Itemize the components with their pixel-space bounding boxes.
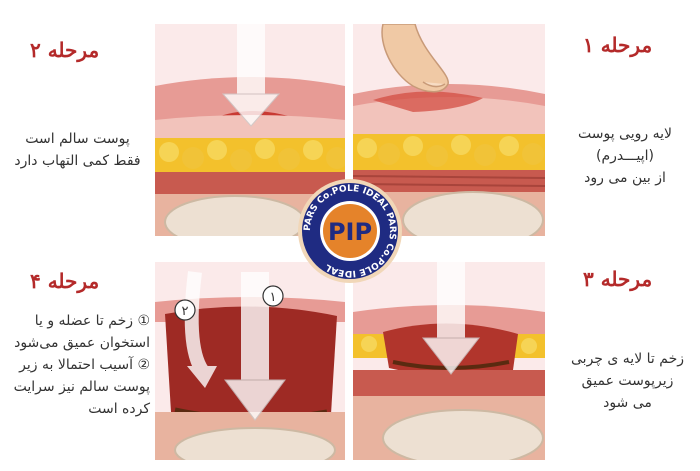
stage-2-muscle	[155, 172, 345, 194]
stage-3-muscle	[353, 370, 545, 396]
stage-2-description: پوست سالم است فقط کمی التهاب دارد	[5, 128, 150, 172]
stage-4-line-4: پوست سالم نیز سرایت	[13, 379, 150, 395]
stage-1-line-1: لایه رویی پوست	[578, 126, 672, 142]
stage-1-fingernail	[422, 81, 446, 88]
logo-inner	[323, 204, 377, 258]
stage-3-bone	[382, 409, 544, 460]
stage-4-description: ① زخم تا عضله و یا استخوان عمیق می‌شود ②…	[5, 310, 150, 420]
stage-4-marker-1-label: ۱	[270, 290, 277, 305]
stage-2-dermis	[155, 115, 345, 140]
stage-1-description: لایه رویی پوست (اپیـــدرم) از بین می رود	[560, 123, 690, 189]
stage-3-line-3: می شود	[603, 395, 652, 411]
stage-4-pressure-arrow-2	[184, 271, 217, 388]
stage-1-line-2: (اپیـــدرم)	[595, 148, 655, 164]
stage-3-description: زخم تا لایه ی چربی زیرپوست عمیق می شود	[560, 348, 695, 414]
stage-1-title: مرحله ۱	[583, 33, 653, 57]
pole-ideal-pars-logo: PARS Co.POLE IDEAL PARS Co.POLE IDEAL PI…	[298, 179, 402, 283]
stage-3-illustration	[353, 262, 545, 460]
stage-4-line-3: ② آسیب احتمالا به زیر	[19, 357, 150, 373]
stage-1-line-3: از بین می رود	[584, 170, 666, 186]
stage-4-line-5: کرده است	[88, 401, 150, 417]
stage-2-title: مرحله ۲	[30, 38, 100, 62]
stage-4-line-1: ① زخم تا عضله و یا	[34, 313, 150, 329]
stage-1-muscle-fibers	[353, 175, 545, 187]
stage-1-redness	[373, 91, 483, 112]
stage-2-pressure-arrow	[221, 24, 281, 127]
stage-3-line-2: زیرپوست عمیق	[581, 373, 674, 389]
stage-4-bone	[174, 427, 336, 460]
stage-2-illustration	[155, 24, 345, 236]
stage-4-pressure-arrow-1	[224, 272, 286, 421]
stage-4-marker-2	[174, 299, 196, 321]
stage-4-line-2: استخوان عمیق می‌شود	[14, 335, 150, 351]
stage-4-illustration: ۱ ۲	[155, 262, 345, 460]
stage-1-fat-layer	[353, 134, 545, 172]
stage-3-title: مرحله ۳	[583, 267, 653, 291]
stage-3-line-1: زخم تا لایه ی چربی	[571, 351, 684, 367]
stage-4-marker-1	[262, 285, 284, 307]
stage-3-pressure-arrow	[421, 262, 481, 375]
stage-4-marker-2-label: ۲	[182, 304, 189, 319]
stage-1-finger	[381, 24, 449, 93]
logo-mark: PIP	[328, 218, 372, 246]
stage-2-fat-layer	[155, 138, 345, 174]
stage-2-line-2: فقط کمی التهاب دارد	[14, 153, 141, 169]
stage-4-title: مرحله ۴	[30, 269, 100, 293]
stage-2-line-1: پوست سالم است	[25, 131, 130, 147]
stage-1-bone	[402, 191, 544, 236]
